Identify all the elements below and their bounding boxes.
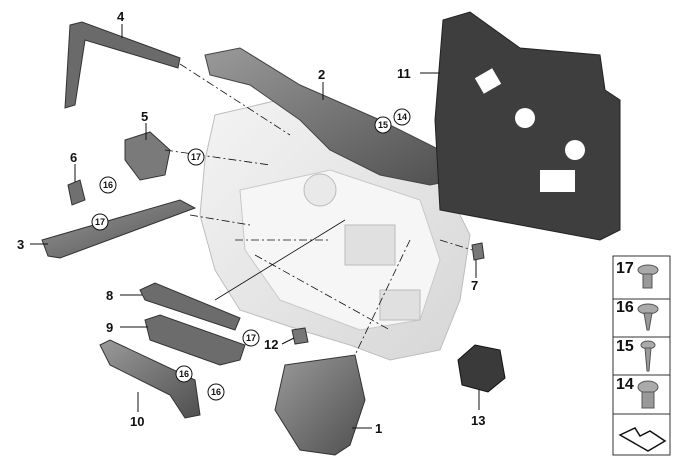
part-6-clip (67, 179, 86, 206)
label-4: 4 (117, 9, 125, 24)
part-10-lower-trim (99, 339, 201, 419)
label-1: 1 (375, 421, 382, 436)
callout-17: 17 (95, 217, 105, 227)
label-3: 3 (17, 237, 24, 252)
part-8-bracket (139, 282, 241, 331)
part-7-clip (471, 242, 485, 261)
callout-15: 15 (378, 120, 388, 130)
part-4-trim-strip (64, 21, 181, 109)
label-2: 2 (318, 67, 325, 82)
legend-label-17: 17 (616, 260, 634, 277)
flange-screw-icon (637, 264, 659, 289)
part-13-foam-block (457, 344, 506, 393)
part-2-upper-trim (204, 47, 456, 186)
callout-16: 16 (103, 180, 113, 190)
label-13: 13 (471, 413, 485, 428)
leader-lines (30, 24, 480, 429)
part-1-map-pocket (274, 354, 366, 456)
callout-16: 16 (211, 387, 221, 397)
label-12: 12 (264, 337, 278, 352)
label-6: 6 (70, 150, 77, 165)
callout-17: 17 (246, 333, 256, 343)
circled-callouts (91, 108, 411, 401)
part-9-carrier (144, 314, 246, 366)
callout-17: 17 (191, 152, 201, 162)
dash-lines (164, 63, 473, 356)
label-7: 7 (471, 278, 478, 293)
part-3-armrest-trim (41, 199, 197, 259)
expanding-nut-icon (637, 380, 659, 409)
label-11: 11 (397, 66, 411, 81)
part-5-switch-bezel (124, 131, 171, 181)
part-labels: 4 2 11 5 6 3 8 9 12 7 10 1 13 (17, 9, 485, 436)
part-12-clip (291, 327, 309, 345)
legend-label-15: 15 (616, 338, 634, 355)
label-8: 8 (106, 288, 113, 303)
callout-16: 16 (179, 369, 189, 379)
legend-label-14: 14 (616, 376, 634, 393)
legend-label-16: 16 (616, 299, 634, 316)
label-10: 10 (130, 414, 144, 429)
fastener-legend: 17 16 15 14 (612, 255, 671, 456)
label-9: 9 (106, 320, 113, 335)
door-carrier-frame (199, 94, 471, 361)
label-5: 5 (141, 109, 148, 124)
callout-14: 14 (397, 112, 407, 122)
self-tapping-flange-screw-icon (637, 303, 659, 331)
self-tapping-screw-icon (640, 340, 656, 372)
arrow-symbol-icon (618, 427, 667, 452)
